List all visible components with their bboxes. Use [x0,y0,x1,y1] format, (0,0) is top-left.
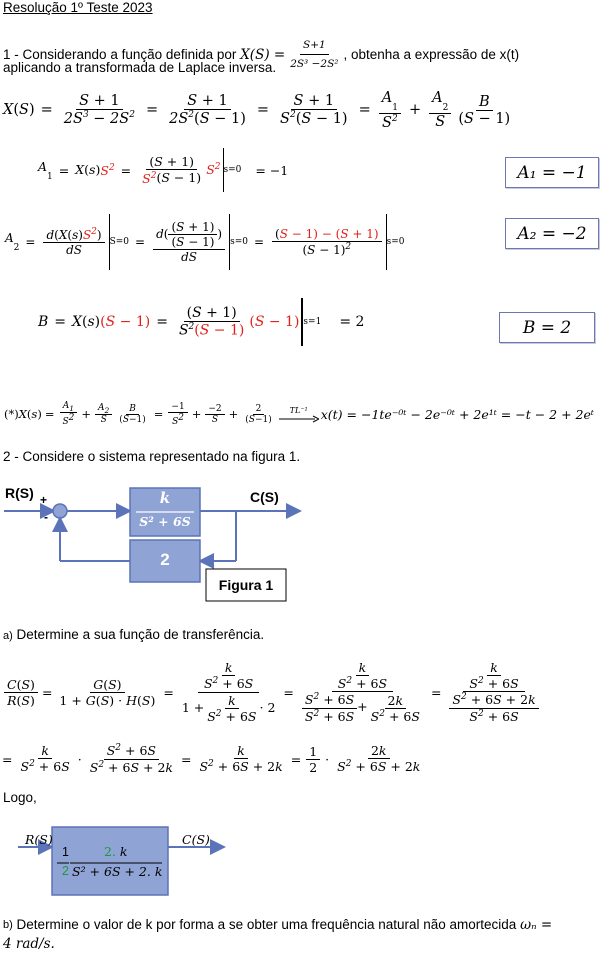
xt-result: x(t) = −1te⁻⁰ᵗ − 2e⁻⁰ᵗ + 2e¹ᵗ = −t − 2 +… [320,406,594,422]
fig-forward-numerator: k [159,489,171,507]
q1-text-a: 1 - Considerando a função definida por [3,46,237,62]
q1-text-b: , obtenha a expressão de x(t) [343,46,520,62]
page-title: Resolução 1º Teste 2023 [3,0,153,15]
tf-output-label: C(S) [182,832,210,847]
q2a-statement: a) Determine a sua função de transferênc… [3,626,264,645]
q1-xs-denominator: 2S³ −2S² [290,58,339,70]
q2a-text: Determine a sua função de transferência. [16,627,265,642]
fig-minus-sign: - [44,510,48,524]
caption-box [205,568,287,602]
fig-input-label: R(S) [5,485,34,501]
logo-text: Logo, [3,790,37,805]
tf-two: 2 [62,864,69,878]
summing-junction [52,503,68,519]
b-derivation: B=X(s)(S − 1)= (S + 1)S2(S − 1) (S − 1) … [38,298,364,346]
figure-1-diagram [4,487,302,602]
fig-feedback-gain: 2 [160,550,170,569]
q1-xs-lhs: X(S) = [240,46,286,63]
fig-caption: Figura 1 [218,577,274,593]
tl-label: TL⁻¹ [289,405,308,415]
q2-statement: 2 - Considere o sistema representado na … [3,449,301,464]
tf-block-diagram [18,826,226,896]
tf-input-label: R(S) [25,832,53,847]
q2b-value: 4 rad/s. [3,936,55,952]
fig-plus-sign: + [40,493,48,507]
a1-value: = −1 [255,162,289,178]
tf-block [51,826,169,896]
fig-forward-denominator: S² + 6S [139,514,191,529]
star-label: (*) [4,407,19,421]
fig-output-label: C(S) [250,489,279,505]
q1-xs-fraction: S+1 2S³ −2S² [287,36,341,73]
q1-text-c: aplicando a transformada de Laplace inve… [3,60,277,75]
result-box-a2: A₂ = −2 [505,218,599,249]
tf-one: 1 [62,845,69,859]
q2a-label: a) [3,630,13,642]
q1-xs-numerator: S+1 [300,36,329,55]
result-box-b: B = 2 [499,312,595,343]
tf-num-coef: 2. [104,844,116,859]
result-box-a1: A₁ = −1 [505,157,599,188]
q2b-symbol: ωₙ = [520,917,553,933]
q2b-label: b) [3,919,13,931]
tf-denominator: S² + 6S + 2. k [72,864,163,879]
q1-statement: 1 - Considerando a função definida por X… [3,36,519,73]
q2b-statement: b) Determine o valor de k por forma a se… [3,916,552,934]
a2-derivation: A2= d(X(s)S2)dS S=0= d((S + 1)(S − 1))dS… [5,214,404,270]
b-value: = 2 [339,314,365,330]
tf-num-var: k [119,844,128,859]
arrow-icon [278,415,319,422]
tf-numerator: 2. k [104,844,128,859]
q2b-text: Determine o valor de k por forma a se ob… [16,917,517,932]
a1-derivation: A1=X(s)S2= (S + 1)S2(S − 1) S2 s=0 = −1 [38,148,288,192]
